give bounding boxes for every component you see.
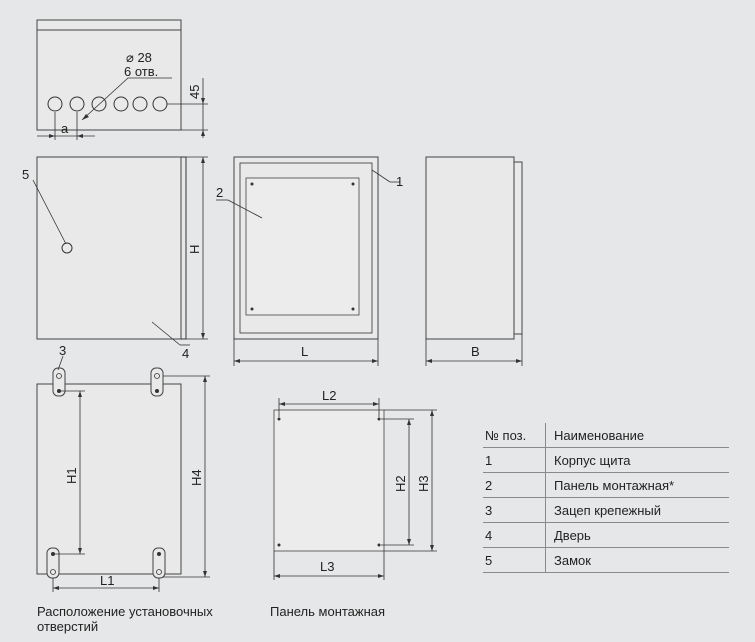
dim-l-label: L [301,344,308,359]
row-position: 2 [483,472,546,498]
table-header-row: № поз. Наименование [483,423,729,448]
top-view: ⌀ 28 6 отв. a 45 [36,19,208,140]
row-position: 4 [483,522,546,548]
dim-l1-label: L1 [100,573,114,588]
header-name: Наименование [545,423,729,448]
hole [47,96,63,112]
header-position: № поз. [483,423,546,448]
diameter-leader [81,77,172,121]
side-body [425,156,515,340]
callout-5: 5 [22,167,29,182]
row-name: Зацеп крепежный [545,497,729,523]
dim-h4-label: H4 [189,469,204,486]
hole-diameter-label: ⌀ 28 [126,50,152,65]
dim-45-label: 45 [187,85,202,99]
row-name: Панель монтажная* [545,472,729,498]
caption-mounting-holes-line1: Расположение установочных [37,604,213,619]
row-name: Дверь [545,522,729,548]
mounting-bracket [150,367,164,397]
hole [69,96,85,112]
door [36,156,182,340]
callout-3: 3 [59,343,66,358]
dim-h-label: H [187,245,202,254]
dim-l3-label: L3 [320,559,334,574]
dim-l2-label: L2 [322,388,336,403]
dim-h2-label: H2 [393,475,408,492]
front-view: 5 4 H [22,156,208,361]
table-row: 5 Замок [483,547,729,573]
hole-count-label: 6 отв. [124,64,158,79]
dim-b-label: B [471,344,480,359]
callout-2: 2 [216,185,223,200]
row-position: 3 [483,497,546,523]
mounting-panel [245,177,360,316]
row-name: Замок [545,547,729,573]
caption-mounting-holes-line2: отверстий [37,619,99,634]
mounting-holes-view: 3 H1 H4 L1 [36,343,210,592]
open-view: 1 2 L [216,156,403,366]
dim-h1-label: H1 [64,467,79,484]
table-row: 3 Зацеп крепежный [483,497,729,523]
hole [132,96,148,112]
mounting-panel-outline [273,409,385,552]
top-view-body [36,29,182,131]
parts-table: № поз. Наименование 1 Корпус щита 2 Пане… [483,423,729,573]
row-name: Корпус щита [545,447,729,473]
hole [91,96,107,112]
top-view-lid [36,19,182,31]
lock-icon [61,242,73,254]
hole [113,96,129,112]
table-row: 4 Дверь [483,522,729,548]
table-row: 1 Корпус щита [483,447,729,473]
mounting-panel-view: L2 L3 H2 H3 [273,388,437,580]
caption-mounting-holes: Расположение установочных отверстий [37,604,213,634]
callout-1: 1 [396,174,403,189]
row-position: 5 [483,547,546,573]
row-position: 1 [483,447,546,473]
caption-mounting-panel: Панель монтажная [270,604,386,619]
dim-a-label: a [61,121,69,136]
table-row: 2 Панель монтажная* [483,472,729,498]
callout-4: 4 [182,346,189,361]
dim-h3-label: H3 [416,475,431,492]
back-outline [36,383,182,575]
side-door-edge [513,161,523,335]
side-view: B [425,156,523,366]
